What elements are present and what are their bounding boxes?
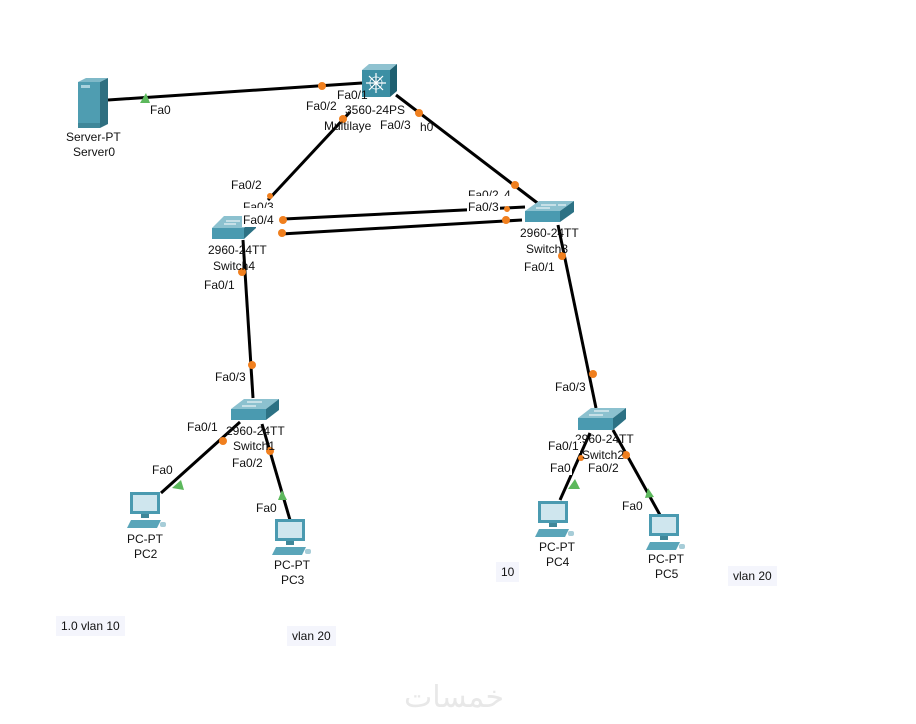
switch1-icon[interactable] bbox=[231, 399, 279, 420]
server0-model: Server-PT bbox=[66, 130, 121, 144]
port-label-sw3-fa0-3: Fa0/3 bbox=[467, 200, 500, 214]
pc4-icon[interactable] bbox=[535, 501, 574, 537]
port-indicator bbox=[279, 216, 287, 224]
switch2-name: Switch2 bbox=[582, 448, 625, 462]
server0-name: Server0 bbox=[73, 145, 116, 159]
port-indicator bbox=[589, 370, 597, 378]
mls-model: 3560-24PS bbox=[345, 103, 406, 117]
link-switch2-pc4[interactable] bbox=[558, 432, 592, 501]
port-label-sw3-fa0-4: 4 bbox=[504, 189, 511, 196]
port-label-sw2-fa0-2: Fa0/2 bbox=[587, 461, 620, 475]
port-label-mls-fa0-1: Fa0/1 bbox=[337, 88, 368, 102]
port-label-sw4-fa0-1: Fa0/1 bbox=[203, 278, 236, 292]
port-indicator bbox=[318, 82, 326, 90]
port-up-indicator bbox=[278, 490, 287, 500]
pc4-name: PC4 bbox=[546, 555, 570, 569]
port-indicator bbox=[267, 193, 273, 199]
port-indicator bbox=[266, 447, 274, 455]
port-label-sw2-fa0-1: Fa0/1 bbox=[547, 439, 580, 453]
port-label-sw3-fa0-1: Fa0/1 bbox=[523, 260, 556, 274]
pc5-name: PC5 bbox=[655, 567, 679, 581]
port-label-sw1-fa0-2: Fa0/2 bbox=[231, 456, 264, 470]
port-label-mls-fa0-3: Fa0/3 bbox=[379, 118, 412, 132]
port-label-server-fa0: Fa0 bbox=[149, 103, 172, 117]
port-label-sw2-fa0-3: Fa0/3 bbox=[554, 380, 587, 394]
pc3-model: PC-PT bbox=[274, 558, 310, 572]
port-label-sw4-fa0-3: Fa0/3 bbox=[243, 201, 274, 208]
port-indicator bbox=[415, 109, 423, 117]
server-icon[interactable] bbox=[78, 78, 108, 128]
note-vlan10-right[interactable]: 10 bbox=[496, 562, 520, 582]
pc5-icon[interactable] bbox=[646, 514, 685, 550]
pc2-name: PC2 bbox=[134, 547, 158, 561]
port-indicator bbox=[219, 437, 227, 445]
pc3-icon[interactable] bbox=[272, 519, 311, 555]
switch4-model: 2960-24TT bbox=[208, 243, 267, 257]
port-label-sw4-fa0-2: Fa0/2 bbox=[230, 178, 263, 192]
pc2-icon[interactable] bbox=[127, 492, 166, 528]
port-label-sw1-fa0-3: Fa0/3 bbox=[214, 370, 247, 384]
switch3-name: Switch3 bbox=[526, 242, 569, 256]
switch2-icon[interactable] bbox=[578, 408, 626, 430]
link-switch4-switch3-b[interactable] bbox=[280, 218, 523, 236]
port-label-mls-h0: h0 bbox=[420, 120, 434, 134]
link-switch4-switch1[interactable] bbox=[241, 239, 255, 399]
port-label-sw3-fa0-2: Fa0/2 bbox=[468, 189, 499, 196]
link-switch1-pc2[interactable] bbox=[159, 420, 242, 495]
switch3-icon[interactable] bbox=[525, 201, 574, 222]
link-mls-switch4[interactable] bbox=[266, 110, 352, 202]
multilayer-switch-icon[interactable] bbox=[362, 64, 397, 97]
note-vlan20-right[interactable]: vlan 20 bbox=[728, 566, 777, 586]
note-vlan20-left[interactable]: vlan 20 bbox=[287, 626, 336, 646]
port-indicator bbox=[558, 252, 566, 260]
port-label-sw1-fa0-1: Fa0/1 bbox=[186, 420, 219, 434]
pc3-name: PC3 bbox=[281, 573, 305, 587]
switch1-name: Switch1 bbox=[233, 439, 276, 453]
switch1-model: 2960-24TT bbox=[226, 424, 285, 438]
port-label-pc4-fa0: Fa0 bbox=[549, 461, 572, 475]
port-label-pc2-fa0: Fa0 bbox=[151, 463, 174, 477]
link-switch1-pc3[interactable] bbox=[260, 423, 292, 521]
port-label-sw4-fa0-4: Fa0/4 bbox=[242, 213, 275, 227]
port-label-pc3-fa0: Fa0 bbox=[255, 501, 278, 515]
port-label-mls-fa0-2: Fa0/2 bbox=[305, 99, 338, 113]
port-indicator bbox=[339, 115, 347, 123]
port-indicator bbox=[504, 206, 510, 212]
pc4-model: PC-PT bbox=[539, 540, 575, 554]
link-switch2-pc5[interactable] bbox=[611, 429, 662, 516]
port-up-indicator bbox=[140, 93, 150, 103]
watermark: خمسات bbox=[404, 680, 505, 715]
switch4-name: Switch4 bbox=[213, 259, 256, 273]
port-indicator bbox=[578, 455, 584, 461]
mls-name: Multilaye bbox=[324, 119, 372, 133]
port-indicator bbox=[248, 361, 256, 369]
pc2-model: PC-PT bbox=[127, 532, 163, 546]
switch2-model: 2960-24TT bbox=[575, 432, 634, 446]
port-up-indicator bbox=[568, 479, 580, 489]
port-indicator bbox=[278, 229, 286, 237]
note-vlan10-left[interactable]: 1.0 vlan 10 bbox=[56, 616, 125, 636]
pc5-model: PC-PT bbox=[648, 552, 684, 566]
port-up-indicator bbox=[172, 480, 184, 490]
switch3-model: 2960-24TT bbox=[520, 226, 579, 240]
port-indicator bbox=[511, 181, 519, 189]
port-indicator bbox=[622, 451, 630, 459]
port-label-pc5-fa0: Fa0 bbox=[621, 499, 644, 513]
port-indicator bbox=[502, 216, 510, 224]
port-indicator bbox=[238, 268, 246, 276]
port-up-indicator bbox=[645, 488, 654, 498]
